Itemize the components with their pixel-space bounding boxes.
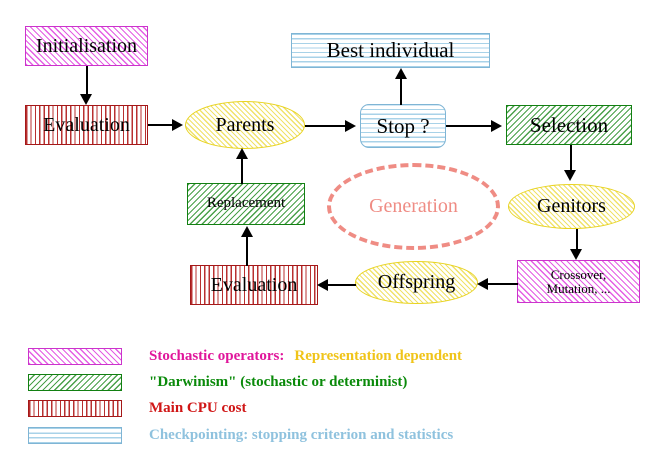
legend-swatch-green-diagonal-hatch [28,373,122,391]
node-generation-label: Generation [369,195,458,217]
node-parents-label: Parents [215,113,275,136]
node-stop-label: Stop ? [376,113,430,138]
node-generation-loop: Generation [327,163,500,250]
node-evaluation-bottom: Evaluation [190,265,318,305]
legend-label-darwinism: "Darwinism" (stochastic or determinist) [149,373,408,390]
node-genitors: Genitors [508,184,635,229]
node-best-individual-label: Best individual [326,38,455,63]
node-evaluation-bottom-label: Evaluation [210,273,298,296]
legend-swatch-red-vertical-hatch [28,399,122,417]
node-initialisation-label: Initialisation [35,34,138,57]
node-initialisation: Initialisation [25,26,148,66]
legend-swatch-blue-horizontal-hatch [28,426,122,444]
node-crossover-mutation-label: Crossover, Mutation, ... [546,266,611,296]
legend-item-darwinism: "Darwinism" (stochastic or determinist) [28,371,407,393]
node-crossover-mutation: Crossover, Mutation, ... [517,260,640,303]
node-evaluation-top-label: Evaluation [43,113,130,136]
legend-label-stochastic-operators: Stochastic operators: [149,347,285,364]
node-offspring: Offspring [355,261,478,304]
node-replacement-label: Replacement [206,195,286,212]
node-genitors-label: Genitors [537,195,606,217]
node-stop: Stop ? [360,104,446,148]
legend-label-checkpointing: Checkpointing: stopping criterion and st… [149,426,454,443]
legend-item-stochastic-operators: Stochastic operators: Representation dep… [28,345,462,367]
node-replacement: Replacement [187,183,305,225]
node-offspring-label: Offspring [377,271,456,293]
node-best-individual: Best individual [291,33,490,68]
legend-swatch-magenta-diagonal-hatch [28,347,122,365]
legend-item-checkpointing: Checkpointing: stopping criterion and st… [28,424,453,446]
legend-label-main-cpu-cost: Main CPU cost [149,399,247,416]
node-parents: Parents [185,101,305,149]
legend-item-main-cpu-cost: Main CPU cost [28,397,247,419]
legend-label-representation-dependent: Representation dependent [294,347,463,364]
node-selection: Selection [506,105,632,145]
node-selection-label: Selection [529,112,609,137]
node-evaluation-top: Evaluation [25,105,148,145]
